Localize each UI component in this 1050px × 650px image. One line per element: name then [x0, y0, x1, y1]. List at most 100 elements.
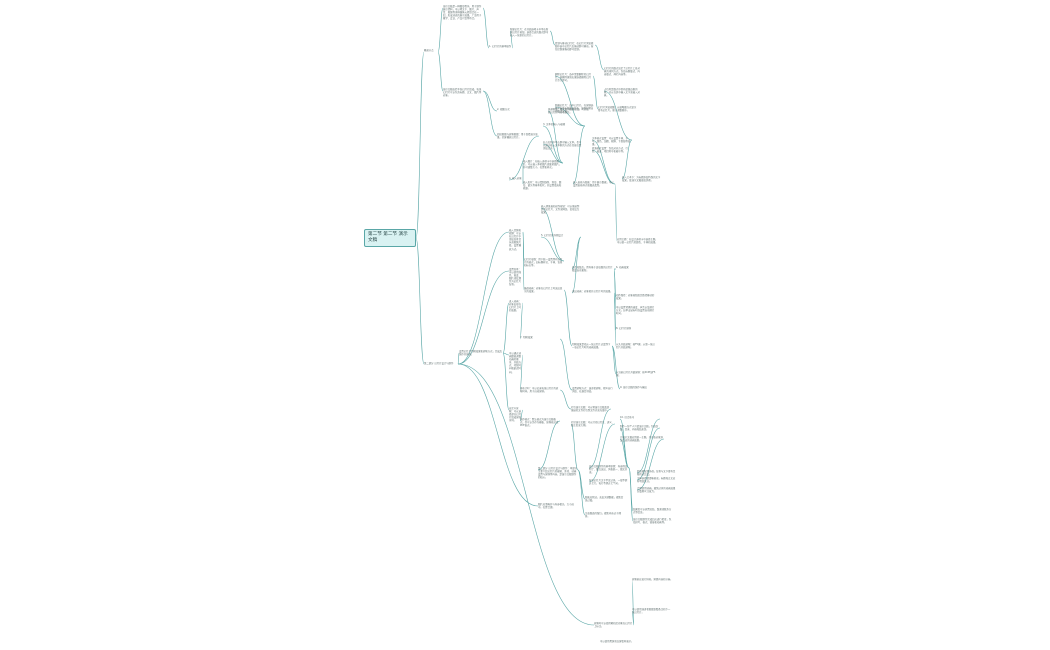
topic-node[interactable]: 颜色搭配要协调，背景与文字要有足够的对比度。	[637, 470, 676, 477]
topic-node[interactable]: 应用主题：在设计选项卡中选择主题，可以统一幻灯片的颜色、字体和效果。	[617, 238, 658, 245]
topic-node[interactable]: 保存格式：默认格式为演示文稿格式，也可以另存为模板、放映格式或PDF格式。	[520, 418, 559, 428]
topic-node[interactable]: 幻灯片的版式决定了幻灯片上各对象的排列方式，包括标题版式、内容版式、两栏内容等。	[604, 67, 640, 77]
topic-node[interactable]: 插入艺术字：为标题添加特殊的文字效果，使演示文稿更加美观。	[622, 176, 661, 183]
topic-node[interactable]: 合理使用动画，避免过多的动画效果分散观众注意力。	[637, 487, 676, 494]
connector-line	[415, 237, 425, 365]
topic-node[interactable]: 设置放映方式：演讲者放映、观众自行浏览、在展台浏览。	[572, 387, 613, 394]
topic-node[interactable]: 可以设置切换的速度、声音以及换片方式，如单击鼠标时或设置自动换片时间。	[616, 306, 655, 316]
topic-node[interactable]: 插入表格与图表：用于展示数据，可以设置表格样式和图表类型。	[573, 181, 614, 188]
connector-line	[508, 135, 540, 181]
topic-node[interactable]: 动作路径：对象按照指定路径移动的效果。	[616, 294, 655, 301]
connector-line	[457, 352, 460, 365]
topic-node[interactable]: 幻灯片浏览视图：以缩略图方式显示所有幻灯片，便于调整顺序。	[598, 106, 637, 113]
topic-node[interactable]: 10. 综合练习	[620, 416, 635, 419]
topic-node[interactable]: 复制与移动幻灯片：在幻灯片浏览视图中选中幻灯片后拖动即可移动，按住控制键拖动即可…	[555, 42, 594, 52]
topic-node[interactable]: 1. 幻灯片的基本操作	[489, 45, 512, 48]
topic-node[interactable]: 2. 视图方式	[497, 108, 510, 111]
connector-line	[611, 345, 617, 375]
topic-node[interactable]: 演示文稿制作完成后应进行检查，包括拼写、格式、链接和动画等。	[633, 518, 672, 525]
branch-node[interactable]: 第二部分 幻灯片设计与制作	[424, 362, 454, 365]
topic-node[interactable]: 进入动画：对象出现在幻灯片上时的效果。	[509, 300, 521, 313]
topic-node[interactable]: 制作一份个人介绍演示文稿，包含封面、目录、内容和结束页。	[620, 425, 659, 432]
connector-line	[509, 30, 514, 49]
topic-node[interactable]: 演示文稿是一种图形程序，用于制作展示资料，可以将文字、图片、声音、视频等多种媒体…	[443, 5, 482, 21]
connector-line	[457, 363, 539, 507]
connector-line	[563, 289, 573, 347]
topic-node[interactable]: 字体选择要清晰易读，标题和正文应有明显区分。	[637, 477, 676, 484]
topic-node[interactable]: 插入图片：在插入选项卡中选择图片，可以插入本机图片或联机图片，并可调整大小、位置…	[523, 160, 562, 170]
topic-node[interactable]: 自定义放映：可以选择部分幻灯片组成放映序列。	[509, 407, 521, 423]
connector-line	[482, 90, 498, 137]
topic-node[interactable]: 修改母版后，所有基于该母版的幻灯片都会自动更新。	[572, 266, 613, 273]
topic-node[interactable]: 从当前幻灯片开始放映：按Shift加F5键。	[616, 371, 656, 378]
connector-line	[603, 90, 633, 141]
topic-node[interactable]: 图片应清晰并与内容相关，大小适中，位置合理。	[538, 503, 574, 510]
topic-node[interactable]: 强调动画：对象在幻灯片上时突出显示的效果。	[524, 287, 563, 294]
topic-node[interactable]: 插入形状：可以绘制线条、矩形、圆形、箭头等基本形状，并设置填充和轮廓。	[523, 181, 562, 191]
connector-line	[577, 469, 586, 516]
connector-line	[559, 338, 573, 391]
topic-node[interactable]: 7. 切换效果	[520, 336, 533, 339]
topic-node[interactable]: 9. 演示文稿的保存与输出	[620, 386, 647, 389]
topic-node[interactable]: 排练计时：可以记录每张幻灯片的放映时间，用于自动放映。	[520, 387, 559, 394]
topic-node[interactable]: 打印演示文稿：可以打印幻灯片、讲义、备注页或大纲。	[571, 421, 615, 428]
topic-node[interactable]: 段落格式设置：包括对齐方式、行距、缩进、项目符号和编号等。	[592, 147, 628, 154]
topic-node[interactable]: 为演示文稿应用统一主题，并为各对象添加合适的动画效果。	[620, 436, 664, 443]
connector-line	[613, 292, 617, 347]
topic-node[interactable]: 占位符是版式中带有虚线边框的框，可以在其中输入文字或插入对象。	[604, 88, 640, 98]
topic-node[interactable]: 切换效果是指从一张幻灯片过渡到下一张幻灯片时的动画效果。	[572, 343, 611, 350]
topic-node[interactable]: 图表应简洁，突出关键数据，避免信息过载。	[585, 496, 624, 503]
connector-line	[554, 106, 586, 127]
branch-node[interactable]: 概述节点	[424, 49, 434, 52]
connector-line	[588, 423, 616, 483]
connector-line	[611, 345, 621, 390]
topic-node[interactable]: 8. 幻灯片放映	[616, 327, 631, 330]
topic-node[interactable]: 设置幻灯片切换效果和放映方式，完成后保存并放映。	[459, 350, 503, 357]
connector-line	[437, 7, 444, 53]
topic-node[interactable]: 第二部分 幻灯片设计与制作：本部分主要介绍幻灯片的编辑、美化、动画设置与放映等内…	[538, 467, 578, 480]
connector-line	[540, 236, 565, 262]
topic-node[interactable]: 阅读视图与放映视图：用于查看演示效果，全屏播放幻灯片。	[497, 133, 538, 140]
topic-node[interactable]: 6. 动画效果	[616, 266, 629, 269]
topic-node[interactable]: 可以使用黑屏或白屏暂停演示。	[600, 640, 634, 643]
connector-line	[570, 423, 579, 471]
topic-node[interactable]: 插入超链接和动作按钮：可以链接到其他幻灯片、文件或网页，实现交互效果。	[541, 205, 580, 215]
topic-node[interactable]: 普通视图：最常用的编辑视图，可以编辑幻灯片内容和备注。	[548, 108, 589, 115]
root-node[interactable]: 第二节 第二节 演示文稿	[364, 229, 416, 247]
topic-node[interactable]: 打包演示文稿：可以将演示文稿及其链接的文件打包到文件夹或光盘中。	[571, 406, 610, 413]
connector-line	[621, 139, 633, 180]
topic-node[interactable]: 每张幻灯片文字不宜过多，一般不超过七行，每行不超过七个词。	[589, 479, 628, 486]
topic-node[interactable]: 设置背景：可以使用纯色、渐变、图片或纹理作为幻灯片背景。	[509, 268, 521, 287]
topic-node[interactable]: 结尾页可以放置总结、致谢或联系方式等信息。	[633, 508, 672, 515]
topic-node[interactable]: 可以使用演讲者视图查看备注和下一张幻灯片。	[632, 608, 671, 615]
topic-node[interactable]: 放映时可以使用笔和荧光笔在幻灯片上标注。	[594, 622, 633, 629]
topic-node[interactable]: 隐藏幻灯片：选中幻灯片，在放映选项卡中单击隐藏幻灯片，放映时将自动跳过该页。	[555, 104, 594, 114]
topic-node[interactable]: 4. 插入对象	[509, 177, 522, 180]
topic-node[interactable]: 在占位符中单击即可输入文本，也可以通过插入文本框的方式在任意位置添加文字。	[543, 141, 582, 151]
topic-node[interactable]: 插入音频和视频：可以在幻灯片中添加背景音乐或视频片段，设置播放方式。	[509, 229, 521, 251]
connector-line	[415, 51, 425, 239]
topic-node[interactable]: 可以通过动画窗格调整动画的顺序、开始方式、持续时间和延迟时间。	[509, 352, 521, 374]
connector-line	[636, 427, 661, 481]
connector-line	[614, 183, 618, 242]
connector-line	[572, 125, 586, 185]
topic-node[interactable]: 文本格式设置：可以设置字体、字号、颜色、加粗、倾斜、下划线等效果。	[592, 137, 631, 147]
connector-line	[522, 231, 525, 291]
connector-line	[482, 90, 498, 112]
topic-node[interactable]: 3. 文本的输入与编辑	[543, 123, 566, 126]
topic-node[interactable]: 演示文稿制作的基本原则：内容简洁明了、重点突出、风格统一、图文并茂。	[589, 465, 628, 475]
topic-node[interactable]: 注意版面的留白，避免内容过于拥挤。	[585, 512, 621, 519]
topic-node[interactable]: 新建幻灯片：在开始选项卡中单击新建幻灯片按钮，选择合适的版式即可插入一张新的幻灯…	[510, 28, 549, 38]
topic-node[interactable]: 退出动画：对象离开幻灯片时的效果。	[572, 290, 613, 293]
topic-node[interactable]: 放映前应进行排练，熟悉内容和节奏。	[632, 578, 673, 581]
topic-node[interactable]: 演示文稿由若干张幻灯片组成，每张幻灯片可以包含标题、正文、图片等对象。	[443, 88, 482, 98]
topic-node[interactable]: 删除幻灯片：选中需要删除的幻灯片，按删除键或右键选择删除幻灯片命令即可。	[555, 73, 591, 83]
topic-node[interactable]: 5. 幻灯片的外观设计	[541, 234, 564, 237]
connector-line	[547, 110, 564, 164]
topic-node[interactable]: 幻灯片母版：用于统一设置所有幻灯片的格式，如标题样式、字体、背景和标志等。	[524, 258, 563, 268]
topic-node[interactable]: 从头开始放映：按F5键，从第一张幻灯片开始放映。	[616, 343, 655, 350]
connector-line	[571, 236, 582, 294]
connector-line	[554, 75, 586, 127]
